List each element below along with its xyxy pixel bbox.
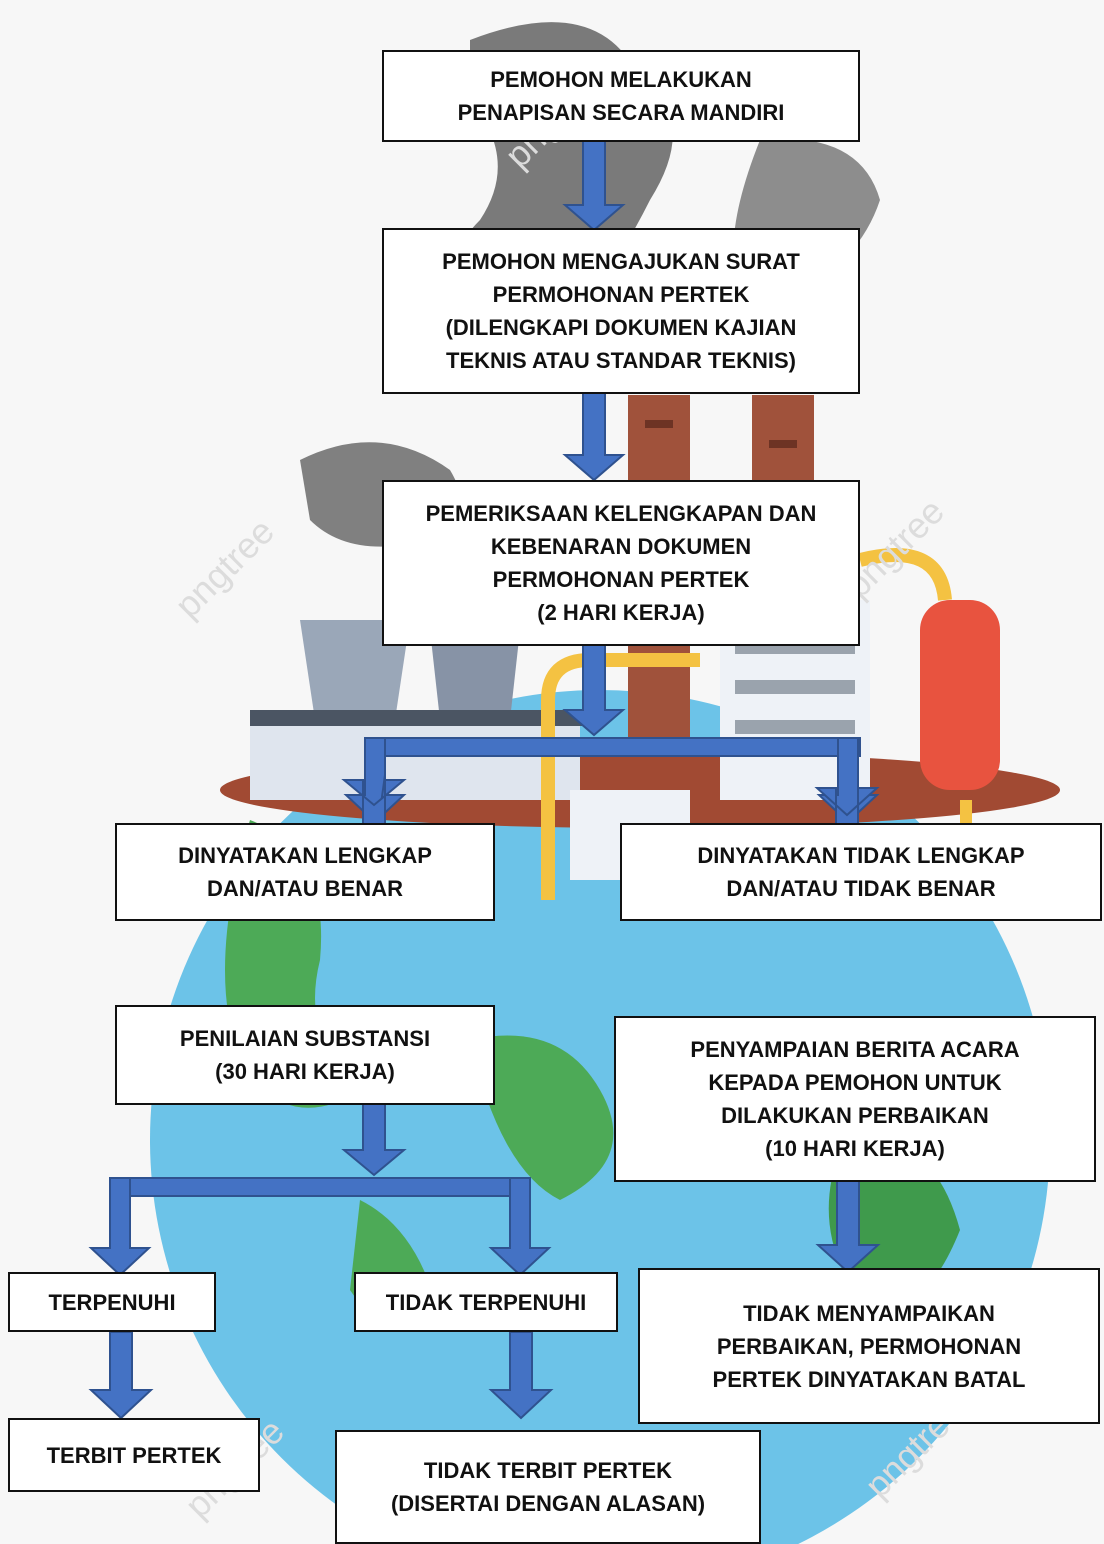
- step-self-screening: PEMOHON MELAKUKAN PENAPISAN SECARA MANDI…: [382, 50, 860, 142]
- step-pertek-not-issued: TIDAK TERBIT PERTEK (DISERTAI DENGAN ALA…: [335, 1430, 761, 1544]
- building-roof: [250, 710, 590, 726]
- step-fulfilled: TERPENUHI: [8, 1272, 216, 1332]
- arrow-down-left-branch: [88, 1177, 152, 1277]
- step-declared-complete: DINYATAKAN LENGKAP DAN/ATAU BENAR: [115, 823, 495, 921]
- gas-tank: [920, 600, 1000, 790]
- step-submit-request: PEMOHON MENGAJUKAN SURAT PERMOHONAN PERT…: [382, 228, 860, 394]
- chimney-stripe: [645, 420, 673, 428]
- building-tower-stripe: [735, 680, 855, 694]
- step-cancelled: TIDAK MENYAMPAIKAN PERBAIKAN, PERMOHONAN…: [638, 1268, 1100, 1424]
- cooling-tower-right: [430, 630, 520, 720]
- arrow-down: [562, 139, 626, 232]
- split-bar: [364, 737, 861, 757]
- chimney-stripe: [769, 440, 797, 448]
- yellow-pipe-right: [858, 548, 952, 601]
- step-minutes-delivery: PENYAMPAIAN BERITA ACARA KEPADA PEMOHON …: [614, 1016, 1096, 1182]
- building-tower-stripe: [735, 720, 855, 734]
- globe-land-center: [470, 1035, 614, 1200]
- globe-land-right: [828, 1143, 960, 1307]
- split-bar: [109, 1177, 531, 1197]
- arrow-down: [88, 1331, 154, 1420]
- arrow-down-right-branch: [488, 1177, 552, 1277]
- arrow-down: [562, 389, 626, 482]
- step-not-fulfilled: TIDAK TERPENUHI: [354, 1272, 618, 1332]
- arrow-down: [488, 1331, 554, 1420]
- arrow-down: [815, 1179, 881, 1274]
- step-document-check: PEMERIKSAAN KELENGKAPAN DAN KEBENARAN DO…: [382, 480, 860, 646]
- step-pertek-issued: TERBIT PERTEK: [8, 1418, 260, 1492]
- step-declared-incomplete: DINYATAKAN TIDAK LENGKAP DAN/ATAU TIDAK …: [620, 823, 1102, 921]
- step-substance-assessment: PENILAIAN SUBSTANSI (30 HARI KERJA): [115, 1005, 495, 1105]
- arrow-down: [562, 644, 626, 737]
